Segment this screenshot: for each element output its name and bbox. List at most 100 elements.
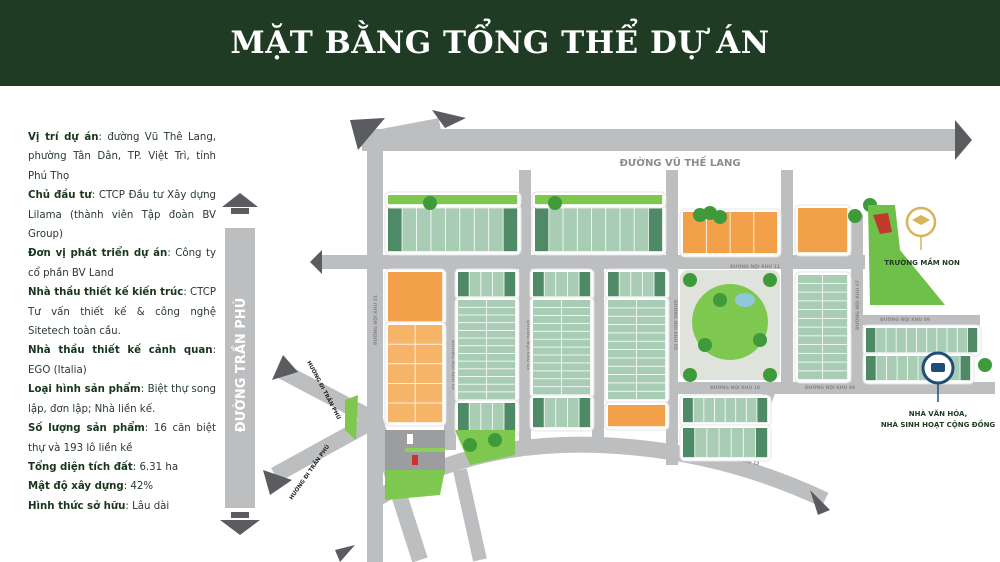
tree-icon — [683, 368, 697, 382]
villa-lot — [388, 403, 415, 423]
tree-icon — [683, 273, 697, 287]
tree-icon — [848, 209, 862, 223]
townhouse-lot — [606, 207, 620, 252]
townhouse-lot — [458, 346, 487, 354]
townhouse-lot — [549, 207, 563, 252]
car-icon — [407, 434, 413, 444]
kindergarten-marker[interactable]: TRƯỜNG MẦM NON — [884, 206, 960, 267]
info-value: 6.31 ha — [139, 461, 179, 473]
townhouse-lot — [746, 398, 757, 423]
townhouse-lot — [487, 384, 516, 392]
townhouse-lot — [533, 323, 562, 331]
townhouse-lot — [579, 272, 591, 297]
roads — [271, 118, 995, 562]
townhouse-lot — [533, 363, 562, 371]
townhouse-lot — [533, 339, 562, 347]
townhouse-lot — [957, 328, 968, 353]
townhouse-lot — [637, 391, 666, 400]
info-value: Công ty cổ phần BV Land — [28, 248, 216, 279]
townhouse-lot — [503, 207, 518, 252]
villa-lot — [730, 212, 754, 254]
villa-lot — [683, 212, 706, 254]
townhouse-lot — [798, 275, 823, 283]
townhouse-lot — [736, 398, 746, 423]
townhouse-lot — [798, 345, 823, 353]
tree-icon — [763, 273, 777, 287]
townhouse-lot — [533, 355, 562, 363]
info-label: Loại hình sản phẩm — [28, 384, 141, 396]
road-label: ĐƯỜNG NỘI KHU 05 — [672, 300, 679, 350]
townhouse-lot — [458, 323, 487, 330]
villa-lot — [415, 344, 443, 364]
townhouse-lot — [487, 346, 516, 354]
land-blocks — [384, 191, 982, 500]
townhouse-lot — [620, 207, 634, 252]
townhouse-lot — [608, 366, 637, 375]
info-value: đường Vũ Thê Lang, phường Tân Dân, TP. V… — [28, 132, 217, 182]
townhouse-lot — [637, 341, 666, 350]
townhouse-lot — [637, 316, 666, 325]
townhouse-lot — [487, 353, 516, 361]
townhouse-lot — [798, 362, 823, 371]
info-value: 16 căn biệt thự và 193 lô liền kề — [28, 423, 216, 454]
townhouse-lot — [896, 328, 906, 353]
townhouse-lot — [535, 207, 549, 252]
townhouse-lot — [755, 428, 768, 458]
townhouse-lot — [533, 315, 562, 323]
page-title: MẶT BẰNG TỔNG THỂ DỰ ÁN — [230, 25, 770, 61]
road-label: ĐƯỜNG NỘI KHU 10 — [710, 384, 760, 391]
townhouse-lot — [562, 323, 591, 331]
townhouse-lot — [458, 392, 487, 400]
townhouse-lot — [487, 330, 516, 338]
tree-icon — [488, 433, 502, 447]
townhouse-lot — [695, 428, 707, 458]
townhouse-lot — [608, 350, 637, 358]
tree-icon — [978, 358, 992, 372]
townhouse-lot — [487, 392, 516, 400]
road-label: ĐƯỜNG NỘI KHU 01 — [372, 295, 379, 345]
townhouse-lot — [591, 207, 606, 252]
townhouse-lot — [563, 207, 577, 252]
townhouse-lot — [504, 403, 516, 433]
arrow-northwest-icon — [350, 118, 385, 150]
townhouse-lot — [445, 207, 460, 252]
info-developer: Đơn vị phát triển dự án: Công ty cổ phần… — [28, 248, 216, 279]
townhouse-lot — [388, 207, 402, 252]
arrow-bar — [231, 512, 249, 518]
townhouse-lot — [823, 362, 848, 371]
arrow-down-icon — [220, 520, 260, 535]
road-label: ĐƯỜNG NỘI KHU 03 — [525, 320, 532, 370]
townhouse-lot — [458, 376, 487, 384]
green-strip — [388, 195, 518, 205]
townhouse-lot — [757, 398, 768, 423]
townhouse-lot — [567, 272, 579, 297]
cap-shape — [912, 215, 930, 225]
kindergarten-building — [873, 213, 892, 234]
road-label: ĐƯỜNG NỘI KHU 02 — [450, 340, 457, 390]
townhouse-lot — [631, 272, 642, 297]
green-island — [345, 395, 358, 440]
townhouse-lot — [608, 391, 637, 400]
villa-lot — [388, 325, 415, 344]
info-density: Mật độ xây dựng: 42% — [28, 481, 154, 493]
townhouse-lot — [556, 398, 567, 428]
townhouse-lot — [544, 398, 556, 428]
tran-phu-road: ĐƯỜNG TRẦN PHÚ — [220, 193, 260, 535]
villa-lot — [388, 364, 415, 383]
townhouse-lot — [487, 300, 516, 307]
road-north-west — [358, 118, 442, 147]
townhouse-lot — [469, 403, 481, 433]
townhouse-lot — [693, 398, 704, 423]
townhouse-lot — [608, 358, 637, 366]
villa-lot — [415, 325, 443, 344]
culture-house-label: NHÀ VĂN HÓA, — [909, 409, 968, 418]
green-area — [385, 470, 445, 500]
townhouse-lot — [533, 300, 562, 308]
townhouse-lot — [798, 336, 823, 345]
townhouse-lot — [562, 371, 591, 379]
culture-house-label: NHÀ SINH HOẠT CỘNG ĐỒNG — [881, 419, 996, 429]
townhouse-lot — [960, 356, 971, 381]
townhouse-lot — [533, 331, 562, 339]
culture-house-marker[interactable]: NHÀ VĂN HÓA, NHÀ SINH HOẠT CỘNG ĐỒNG — [881, 351, 996, 429]
tree-icon — [463, 438, 477, 452]
